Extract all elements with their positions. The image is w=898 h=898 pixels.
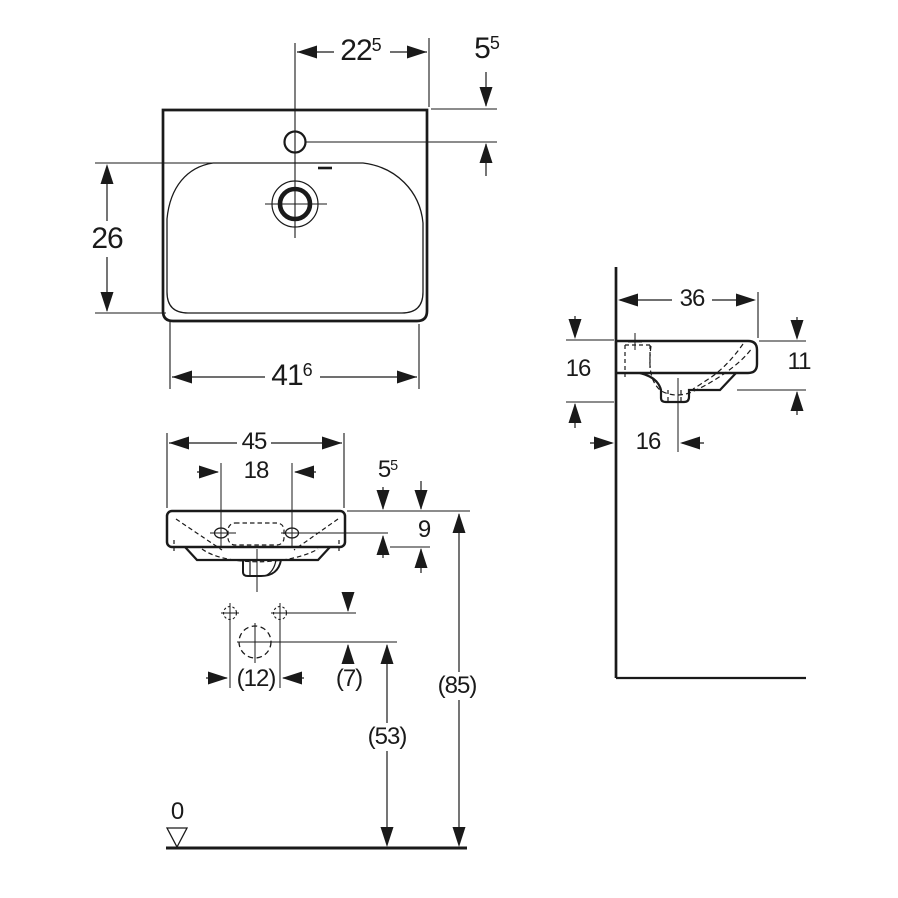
dim-front-edge-to-tap: 55 [474, 32, 500, 65]
front-view [95, 38, 497, 389]
dim-rear-overall-width: 45 [241, 428, 268, 455]
dim-side-wall-edge-height: 16 [565, 355, 592, 382]
datum-triangle [165, 827, 189, 849]
rear-view [165, 433, 470, 850]
dim-rear-rim-depth: 9 [417, 516, 431, 543]
dim-rear-fixing-spacing: (12) [236, 665, 277, 692]
dim-side-front-edge-height: 11 [787, 348, 812, 375]
tap-mounting-holes [210, 463, 388, 546]
dim-side-drain-to-wall: 16 [635, 428, 662, 455]
dim-rear-rim-height: (85) [437, 672, 478, 699]
datum-zero-label: 0 [170, 798, 184, 825]
dim-rear-top-to-hole: 55 [377, 456, 399, 483]
dim-front-tap-offset-width: 225 [340, 34, 382, 67]
dim-front-width-bottom: 416 [271, 359, 313, 392]
dim-rear-drain-height: (53) [367, 723, 408, 750]
dim-side-overall-depth: 36 [679, 285, 706, 312]
dim-rear-hole-spacing: 18 [243, 457, 270, 484]
side-view [566, 267, 806, 680]
wall-fixing-holes [221, 603, 289, 688]
dim-front-body-height: 26 [91, 222, 123, 255]
dim-rear-hole-to-drain: (7) [335, 665, 363, 692]
drain-outlet-mark [237, 623, 397, 663]
